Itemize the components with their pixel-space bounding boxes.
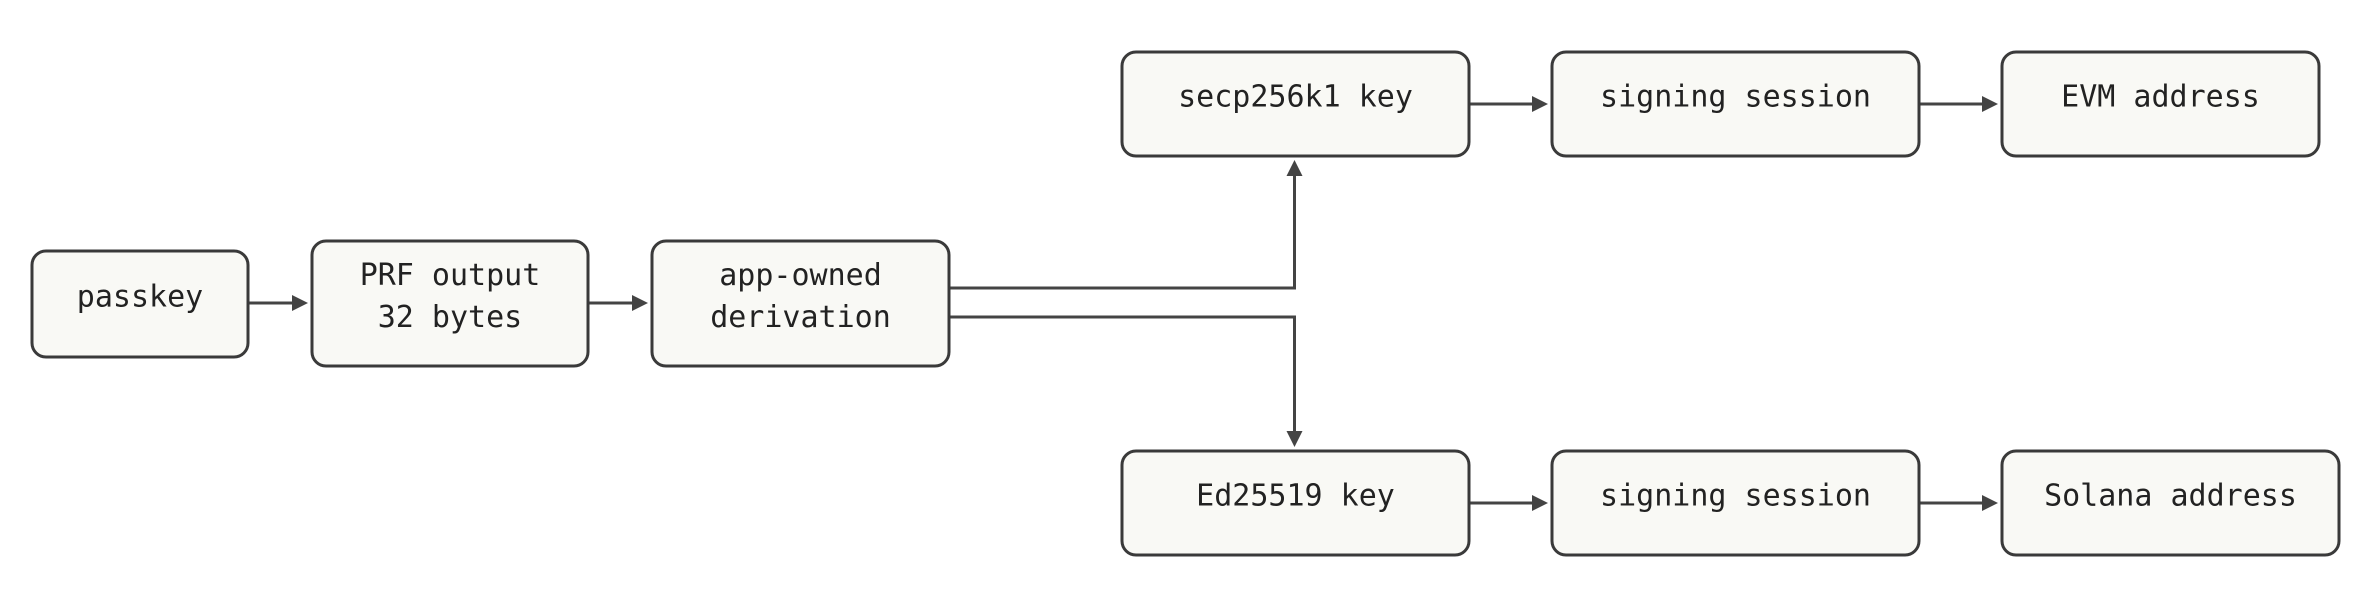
edge-secp-to-sign1 (1469, 96, 1548, 112)
node-label: signing session (1600, 479, 1871, 514)
arrowhead (1532, 495, 1548, 511)
node-box (310, 239, 590, 368)
node-box (2000, 50, 2321, 158)
node-sign1: signing session (1550, 50, 1921, 158)
node-box (1120, 449, 1471, 557)
node-box (650, 239, 951, 368)
edge-passkey-to-prf (248, 295, 308, 311)
node-label: passkey (77, 280, 203, 315)
node-label: signing session (1600, 80, 1871, 115)
node-passkey: passkey (30, 249, 250, 359)
edge-ed-to-sign2 (1469, 495, 1548, 511)
node-label: EVM address (2061, 80, 2260, 115)
edge-line (949, 174, 1296, 290)
node-box (1120, 50, 1471, 158)
node-box (30, 249, 250, 359)
node-layer: passkey PRF output 32 bytes app-owned deriva… (30, 50, 2341, 557)
node-label: derivation (710, 300, 891, 335)
edge-prf-to-derive (588, 295, 648, 311)
arrowhead (1286, 160, 1303, 176)
edge-layer (248, 96, 1998, 511)
arrowhead (1532, 96, 1548, 112)
edge-sign2-to-sol (1919, 495, 1998, 511)
node-evm: EVM address (2000, 50, 2321, 158)
arrowhead (292, 295, 308, 311)
node-label: 32 bytes (378, 300, 523, 335)
arrowhead (632, 295, 648, 311)
node-label: Solana address (2044, 479, 2297, 514)
edge-sign1-to-evm (1919, 96, 1998, 112)
node-box (2000, 449, 2341, 557)
arrowhead (1286, 431, 1303, 447)
arrowhead (1982, 96, 1998, 112)
edge-derive-to-secp (949, 160, 1303, 290)
node-label: PRF output (360, 258, 541, 293)
node-label: app-owned (719, 258, 882, 293)
node-prf: PRF output 32 bytes (310, 239, 590, 368)
node-derive: app-owned derivation (650, 239, 951, 368)
node-label: secp256k1 key (1178, 80, 1413, 115)
node-box (1550, 449, 1921, 557)
node-ed: Ed25519 key (1120, 449, 1471, 557)
arrowhead (1982, 495, 1998, 511)
node-secp: secp256k1 key (1120, 50, 1471, 158)
node-sol: Solana address (2000, 449, 2341, 557)
node-sign2: signing session (1550, 449, 1921, 557)
node-box (1550, 50, 1921, 158)
edge-line (949, 315, 1296, 433)
edge-derive-to-ed (949, 315, 1303, 447)
node-label: Ed25519 key (1196, 479, 1395, 514)
